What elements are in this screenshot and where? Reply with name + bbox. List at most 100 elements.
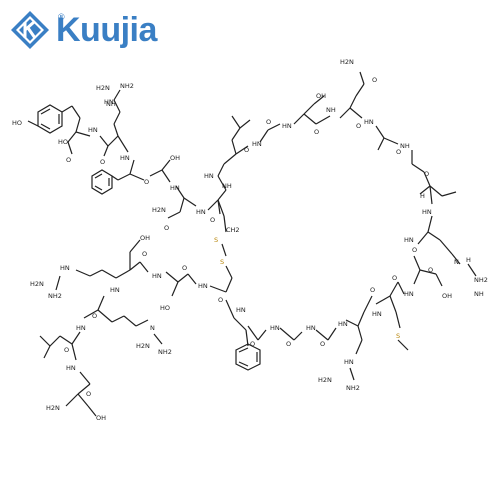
atom-label-nh: NH (222, 182, 232, 190)
atom-label-hn: HN (170, 184, 180, 192)
atom-label-o: O (100, 158, 105, 166)
tyrosine-ring: HO (12, 104, 81, 134)
atom-label-ho: HO (160, 304, 170, 312)
sulfur-atom: S (214, 236, 218, 244)
atom-label-oh: OH (442, 292, 452, 300)
atom-label-hn: HN (404, 290, 414, 298)
atom-label-o: O (86, 390, 91, 398)
arg-left-middle: HN HN NH2 H2N O (30, 264, 131, 320)
atom-label-o: O (64, 346, 69, 354)
atom-label-h2n: H2N (340, 58, 354, 66)
atom-label-nh2: NH2 (120, 82, 134, 90)
atom-label-h2n: H2N (96, 84, 110, 92)
atom-label-o: O (244, 146, 249, 154)
ring-top-right: O HN OH O NH H2N O O HN (259, 58, 377, 143)
atom-label-nh2: NH2 (48, 292, 62, 300)
ser-ser-middle: HN O HO HN O OH (129, 234, 227, 312)
atom-label-oh: OH (170, 154, 180, 162)
atom-label-o: O (424, 170, 429, 178)
atom-label-nh: NH (106, 100, 116, 108)
sulfur-atom: S (396, 332, 400, 340)
arg-side-chain-top: HN NH2 H2N NH (96, 82, 134, 147)
asp-right: OH O HN O (392, 255, 452, 300)
atom-label-hn: HN (110, 286, 120, 294)
phe-ring-top: HN (91, 135, 145, 195)
arg-right: N H NH2 NH O HN (404, 215, 488, 298)
atom-label-o: O (92, 312, 97, 320)
atom-label-o: O (428, 266, 433, 274)
disulfide-bridge: O NH S S CH2 (210, 182, 240, 293)
atom-label-nh2: NH2 (474, 276, 488, 284)
atom-label-h2n: H2N (30, 280, 44, 288)
atom-label-o: O (266, 118, 271, 126)
atom-label-hn: HN (422, 208, 432, 216)
atom-label-n: N (454, 258, 459, 266)
atom-label-hn: HN (88, 126, 98, 134)
ser-asn-block: O OH HN H2N O HN (144, 154, 219, 232)
atom-label-o: O (356, 122, 361, 130)
atom-label-o: O (66, 156, 71, 164)
atom-label-nh2: NH2 (346, 384, 360, 392)
met-right: S HN O (363, 281, 409, 351)
atom-label-hn: HN (76, 324, 86, 332)
atom-label-o: O (412, 246, 417, 254)
atom-label-o: O (314, 128, 319, 136)
atom-label-hn: HN (66, 364, 76, 372)
atom-label-hn: HN (104, 98, 114, 106)
atom-label-h2n: H2N (46, 404, 60, 412)
atom-label-hn: HN (60, 264, 70, 272)
atom-label-hn: HN (204, 172, 214, 180)
atom-label-nh: NH (326, 106, 336, 114)
leu-bottom: O HN (39, 331, 81, 372)
atom-label-hn: HN (372, 310, 382, 318)
atom-label-nh2: NH2 (158, 348, 172, 356)
atom-label-h2n: H2N (136, 342, 150, 350)
atom-label-n: N (150, 324, 155, 332)
atom-label-ho: HO (58, 138, 68, 146)
phe-ring-bottom: O (218, 296, 261, 371)
atom-label-h: H (420, 192, 425, 200)
tyr-backbone: O HO HN O (58, 117, 109, 166)
arg-left-lower: N NH2 H2N HN (76, 309, 172, 356)
atom-label-o: O (218, 296, 223, 304)
ring-right: O NH O H HN (375, 125, 457, 216)
atom-label-nh: NH (400, 142, 410, 150)
atom-label-hn: HN (404, 236, 414, 244)
atom-label-o: O (286, 340, 291, 348)
atom-label-o: O (370, 286, 375, 294)
atom-label-hn: HN (152, 272, 162, 280)
atom-label-hn: HN (344, 358, 354, 366)
atom-label-nh: NH (474, 290, 484, 298)
atom-label-o: O (320, 340, 325, 348)
atom-label-hn: HN (364, 118, 374, 126)
atom-label-oh: OH (316, 92, 326, 100)
brand-name: Kuujia (56, 11, 157, 49)
atom-label-o: O (210, 216, 215, 224)
atom-label-hn: HN (338, 320, 348, 328)
atom-label-o: O (182, 264, 187, 272)
atom-label-hn: HN (252, 140, 262, 148)
ser-n-terminus: O H2N OH (46, 371, 106, 422)
atom-label-o: O (372, 76, 377, 84)
atom-label-ch2: CH2 (226, 226, 240, 234)
atom-label-o: O (144, 178, 149, 186)
atom-label-hn: HN (282, 122, 292, 130)
sulfur-atom: S (220, 258, 224, 266)
atom-label-ho: HO (12, 119, 22, 127)
atom-label-h: H (466, 256, 471, 264)
atom-label-h2n: H2N (152, 206, 166, 214)
gly-bottom: O HN O HN O HN (236, 306, 337, 348)
atom-label-hn: HN (236, 306, 246, 314)
atom-label-o: O (392, 274, 397, 282)
atom-label-o: O (396, 148, 401, 156)
leu-top: HN O HN (204, 115, 262, 191)
atom-label-hn: HN (196, 208, 206, 216)
atom-label-o: O (250, 340, 255, 348)
kuujia-logo[interactable]: ® Kuujia (10, 10, 210, 50)
atom-label-hn: HN (120, 154, 130, 162)
registered-mark: ® (58, 12, 65, 22)
kuujia-k-logo-icon (11, 11, 49, 49)
atom-label-hn: HN (306, 324, 316, 332)
atom-label-h2n: H2N (318, 376, 332, 384)
